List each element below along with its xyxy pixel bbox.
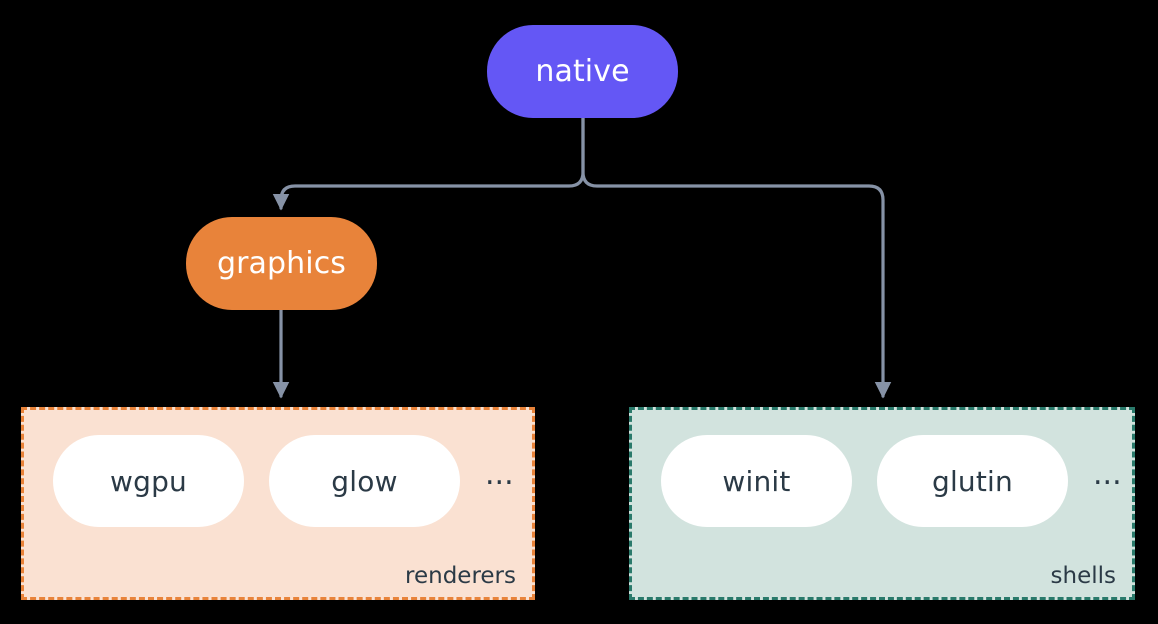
- node-glutin[interactable]: glutin: [877, 435, 1068, 527]
- edge-native-to-shells: [581, 116, 892, 399]
- node-winit[interactable]: winit: [661, 435, 852, 527]
- shells-items: winit glutin ...: [632, 435, 1132, 527]
- cluster-renderers: wgpu glow ... renderers: [21, 407, 535, 600]
- node-graphics[interactable]: graphics: [186, 217, 377, 310]
- cluster-shells-label: shells: [1050, 563, 1116, 589]
- cluster-renderers-label: renderers: [405, 563, 516, 589]
- node-glow-label: glow: [331, 464, 398, 498]
- edge-native-to-graphics: [272, 116, 585, 211]
- node-wgpu[interactable]: wgpu: [53, 435, 244, 527]
- cluster-shells: winit glutin ... shells: [629, 407, 1135, 600]
- node-wgpu-label: wgpu: [110, 464, 187, 498]
- node-native[interactable]: native: [487, 25, 678, 118]
- renderers-more-ellipsis: ...: [485, 457, 514, 492]
- node-graphics-label: graphics: [216, 246, 347, 281]
- renderers-items: wgpu glow ...: [24, 435, 532, 527]
- node-winit-label: winit: [722, 464, 791, 498]
- node-glutin-label: glutin: [931, 464, 1013, 498]
- node-glow[interactable]: glow: [269, 435, 460, 527]
- node-native-label: native: [535, 54, 630, 89]
- shells-more-ellipsis: ...: [1093, 457, 1122, 492]
